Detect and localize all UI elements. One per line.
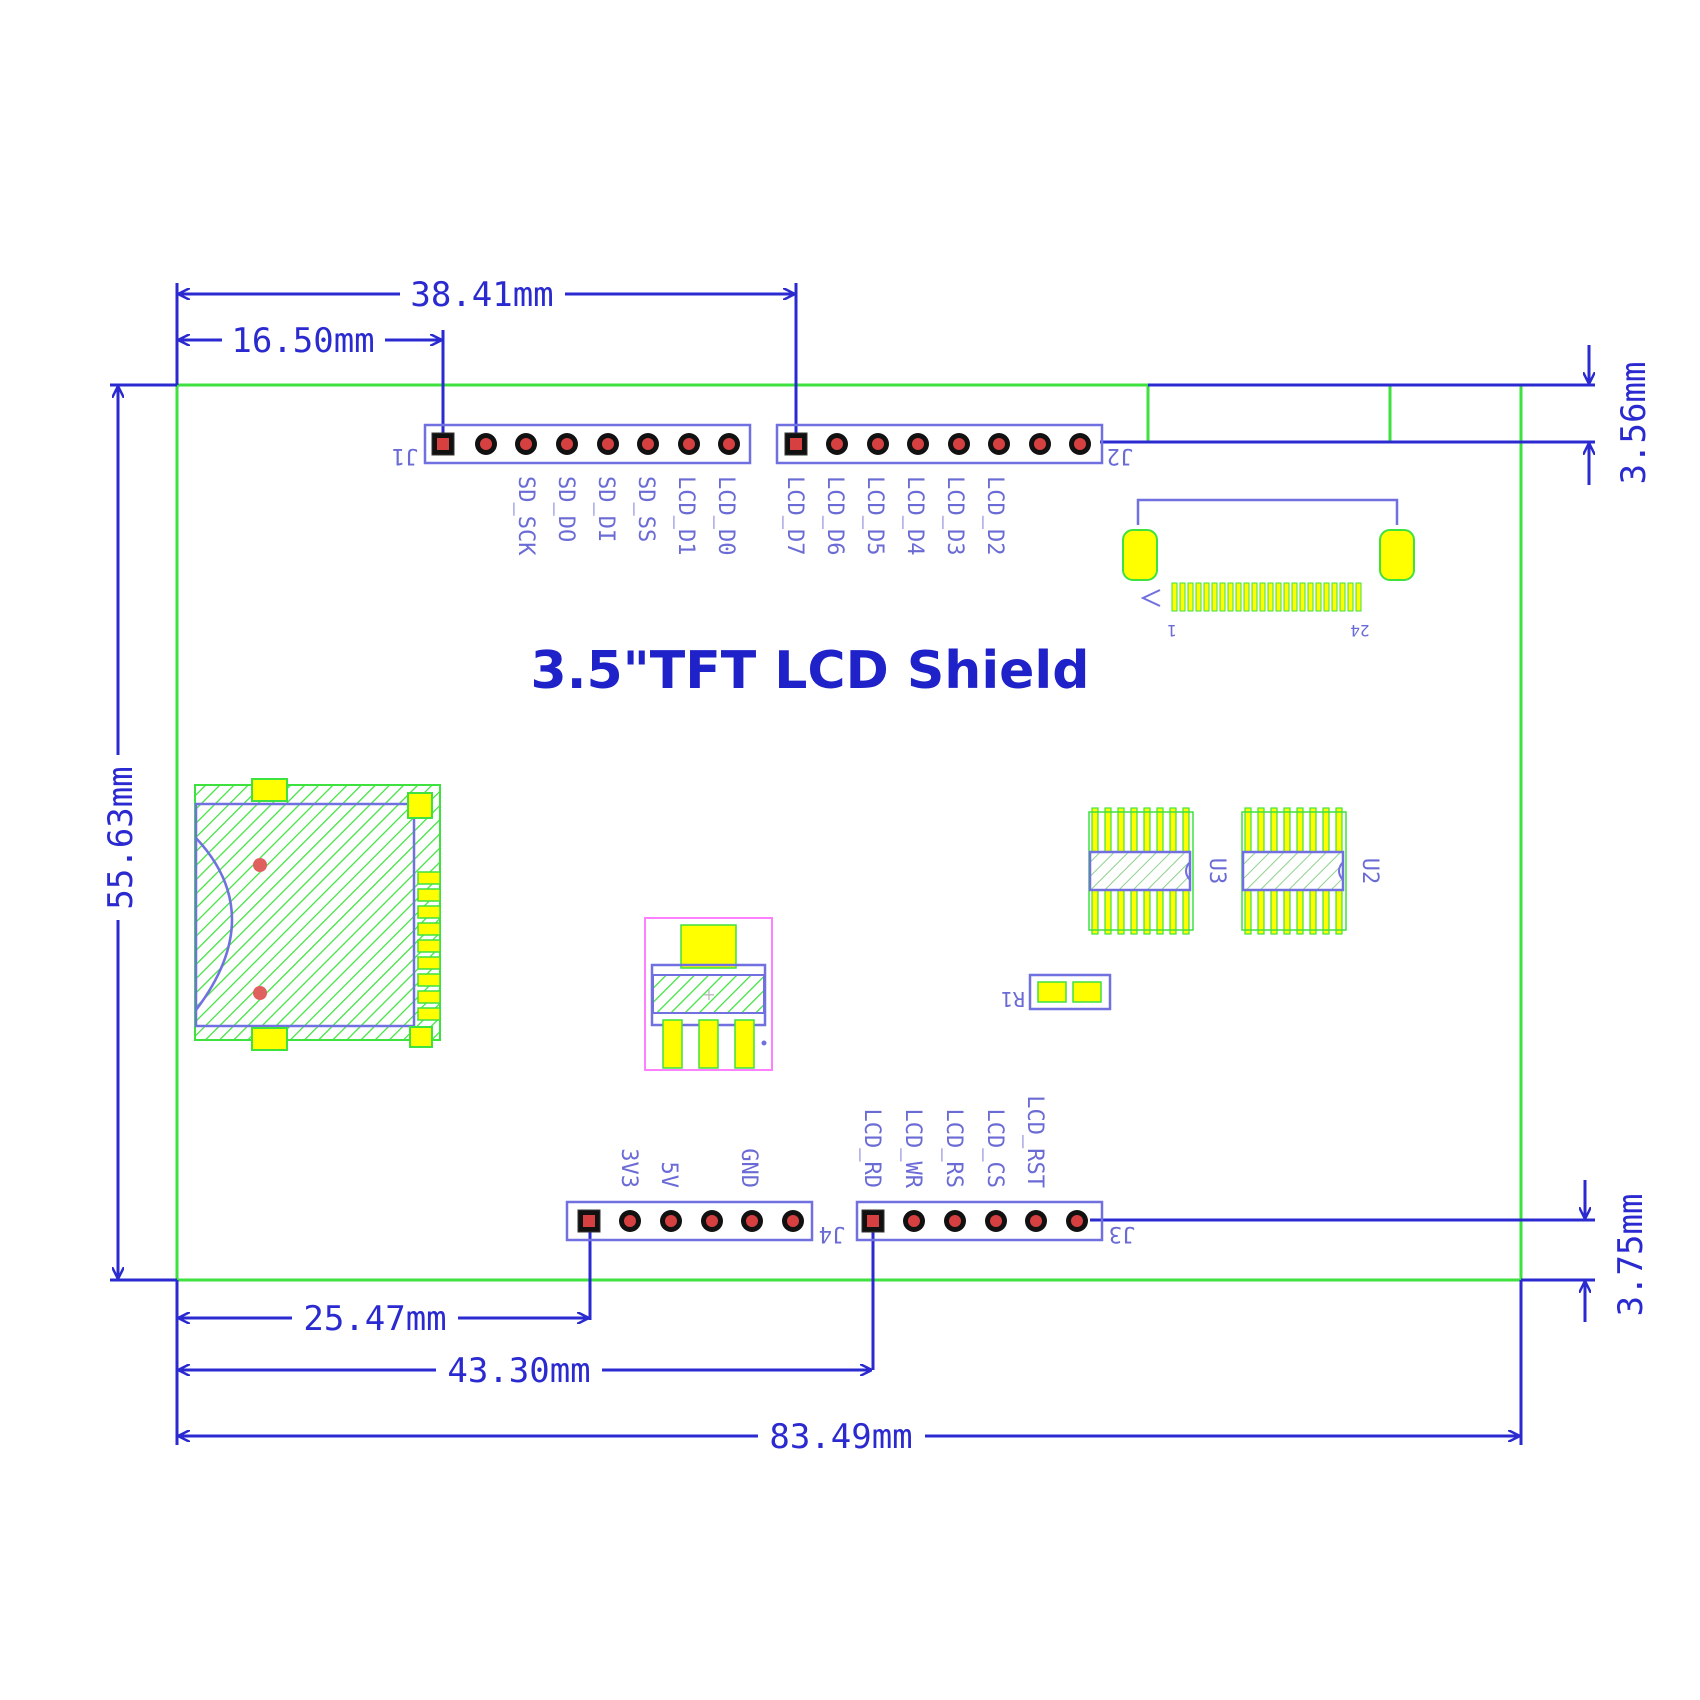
resistor-r1: [1028, 973, 1112, 1011]
dim-top-header-inset: 3.56mm: [1614, 362, 1654, 485]
header-j3: [855, 1200, 1104, 1242]
dimension-lines: [110, 283, 1595, 1445]
pin-label: LCD_D1: [673, 476, 698, 555]
u2-label: U2: [1357, 858, 1382, 885]
ic-u2: [1241, 807, 1347, 935]
header-j2: [775, 423, 1104, 465]
j2-label: J2: [1107, 443, 1134, 468]
pin-label: LCD_D5: [862, 476, 887, 555]
j4-pin-labels: 3V3 5V GND: [616, 1148, 761, 1188]
svg-text:+: +: [702, 985, 715, 1004]
pin-label: SD_SS: [633, 476, 658, 542]
pin-label: LCD_WR: [900, 1109, 925, 1189]
ic-u3: [1088, 807, 1194, 935]
pin-label: SD_SCK: [513, 476, 538, 556]
dim-j2-offset: 38.41mm: [410, 275, 553, 315]
j1-label: J1: [392, 443, 419, 468]
pin-label: LCD_CS: [982, 1109, 1007, 1188]
pin-label: 3V3: [616, 1148, 641, 1188]
sd-card-socket: [194, 778, 441, 1051]
dim-board-width: 83.49mm: [769, 1417, 912, 1457]
dim-j4-offset: 25.47mm: [303, 1299, 446, 1339]
pin-label: GND: [736, 1148, 761, 1188]
board-title: 3.5"TFT LCD Shield: [531, 641, 1090, 701]
pin-label: LCD_RST: [1022, 1095, 1047, 1188]
r1-label: R1: [1001, 987, 1025, 1011]
pin-label: LCD_D0: [713, 476, 738, 555]
dim-j1-offset: 16.50mm: [231, 321, 374, 361]
header-j1: [423, 423, 752, 465]
voltage-regulator: +: [644, 917, 773, 1071]
header-j4: [565, 1200, 814, 1242]
fpc-connector: [1122, 498, 1415, 612]
j3-label: J3: [1109, 1221, 1136, 1246]
pin-label: 5V: [656, 1162, 681, 1189]
j1-pin-labels: SD_SCK SD_DO SD_DI SD_SS LCD_D1 LCD_D0: [513, 476, 738, 556]
u3-label: U3: [1204, 858, 1229, 885]
j3-pin-labels: LCD_RD LCD_WR LCD_RS LCD_CS LCD_RST: [859, 1095, 1047, 1188]
pin-label: LCD_D3: [942, 476, 967, 555]
j2-pin-labels: LCD_D7 LCD_D6 LCD_D5 LCD_D4 LCD_D3 LCD_D2: [782, 476, 1007, 555]
fpc-pin-first-label: 1: [1167, 621, 1177, 640]
pin-label: LCD_RD: [859, 1109, 884, 1188]
pin-label: LCD_D6: [822, 476, 847, 555]
pin-label: LCD_RS: [941, 1109, 966, 1188]
pin-label: LCD_D2: [982, 476, 1007, 555]
fpc-pin-last-label: 24: [1350, 621, 1369, 640]
dim-j3-offset: 43.30mm: [447, 1351, 590, 1391]
pin-label: SD_DI: [593, 476, 618, 542]
dim-board-height: 55.63mm: [101, 766, 141, 909]
pin-label: LCD_D7: [782, 476, 807, 555]
dim-bottom-header-inset: 3.75mm: [1611, 1194, 1651, 1317]
j4-label: J4: [819, 1221, 846, 1246]
pin-label: SD_DO: [553, 476, 578, 542]
pin-label: LCD_D4: [902, 476, 927, 555]
